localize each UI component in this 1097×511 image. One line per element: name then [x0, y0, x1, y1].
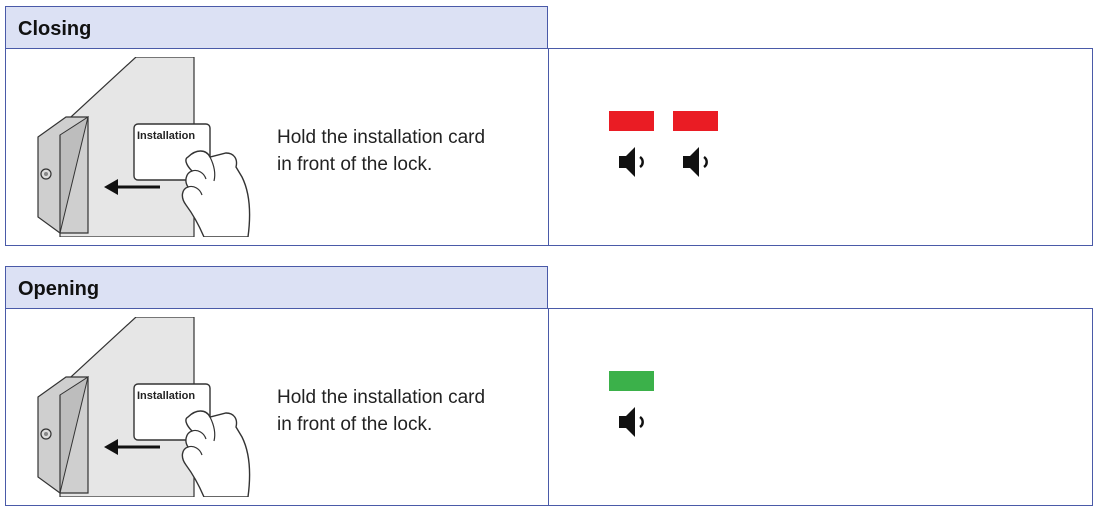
closing-section: Closing Installation Hold the installati… [5, 6, 1093, 248]
column-divider [548, 49, 549, 245]
instruction-text: Hold the installation card in front of t… [277, 124, 537, 178]
section-title: Closing [18, 18, 92, 40]
red-led-indicator [673, 111, 718, 131]
speaker-icon [619, 147, 644, 177]
instruction-line: Hold the installation card [277, 387, 486, 408]
section-tab: Opening [5, 266, 548, 308]
card-label: Installation [137, 130, 195, 142]
speaker-icon [619, 407, 644, 437]
opening-section: Opening Installation Hold the installati… [5, 266, 1093, 508]
instruction-line: in front of the lock. [277, 154, 433, 175]
section-tab: Closing [5, 6, 548, 48]
green-led-indicator [609, 371, 654, 391]
instruction-row: Installation Hold the installation card … [5, 308, 1093, 506]
instruction-line: Hold the installation card [277, 127, 486, 148]
instruction-row: Installation Hold the installation card … [5, 48, 1093, 246]
speaker-icon [683, 147, 708, 177]
section-title: Opening [18, 278, 100, 300]
lock-card-illustration: Installation [37, 317, 251, 497]
column-divider [548, 309, 549, 505]
card-label: Installation [137, 390, 195, 402]
lock-card-illustration: Installation [37, 57, 251, 237]
red-led-indicator [609, 111, 654, 131]
instruction-text: Hold the installation card in front of t… [277, 384, 537, 438]
instruction-line: in front of the lock. [277, 414, 433, 435]
